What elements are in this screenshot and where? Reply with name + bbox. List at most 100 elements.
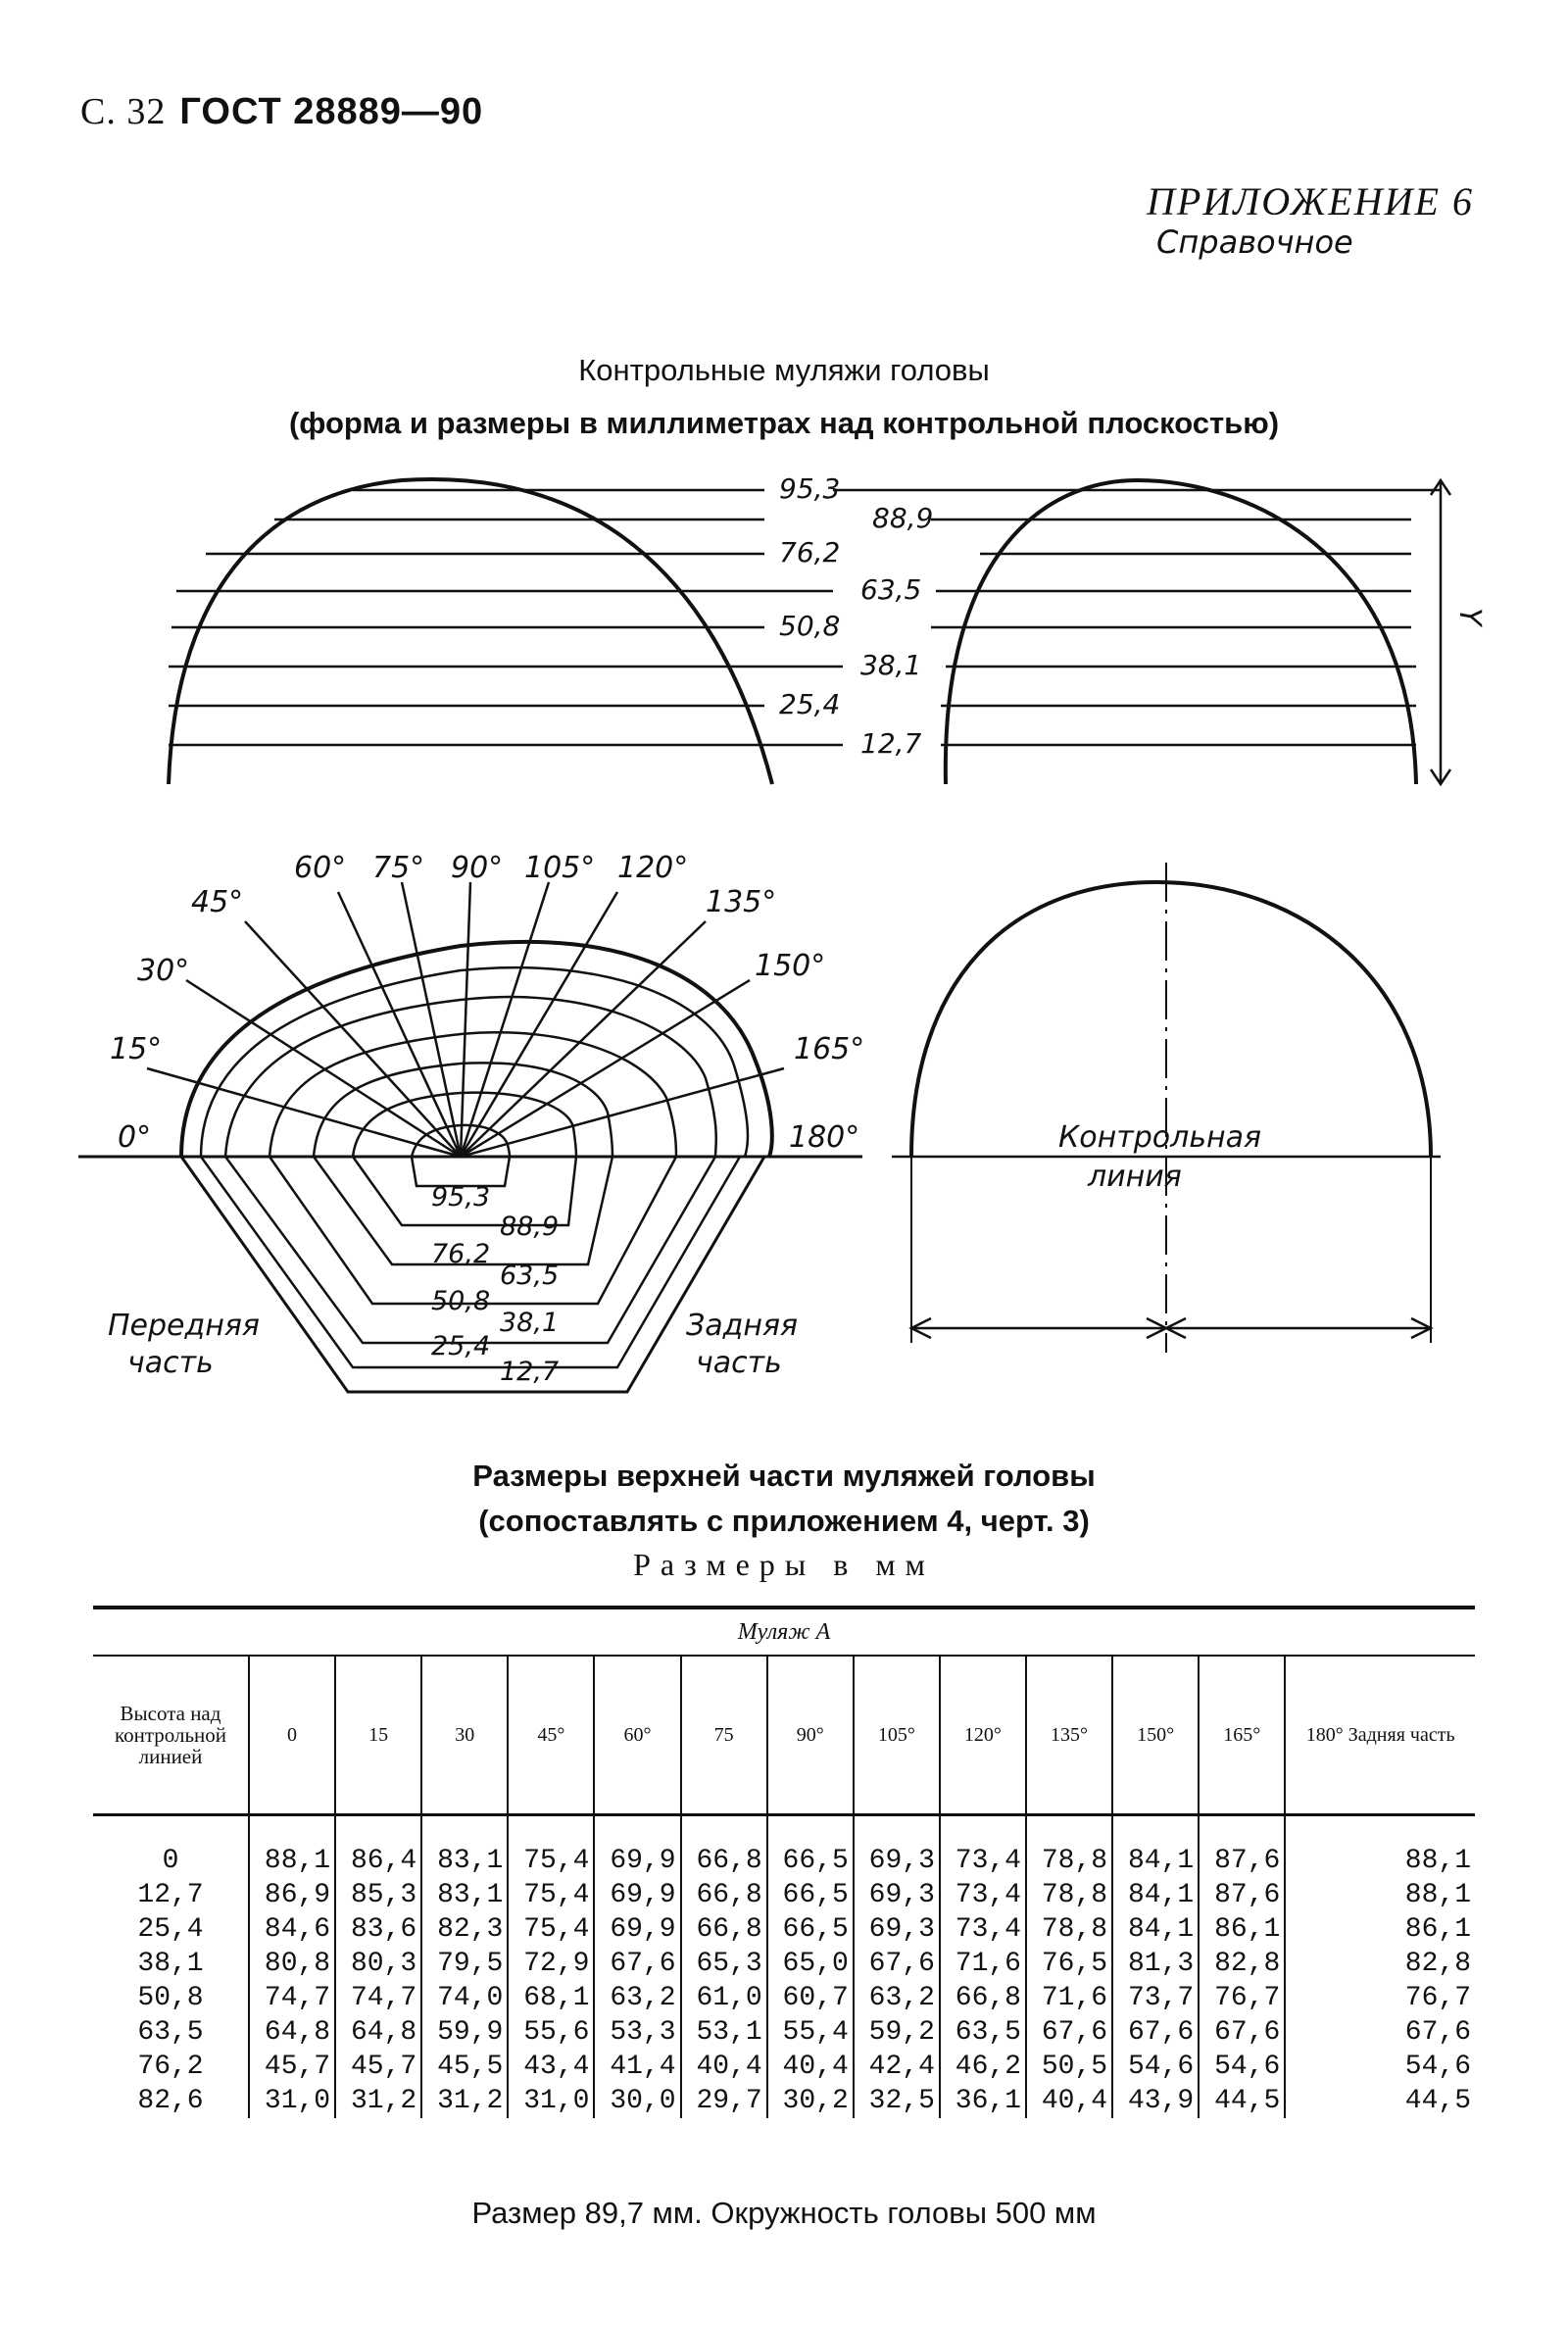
angle-label-30: 30°	[137, 954, 189, 988]
plan-level-7: 12,7	[500, 1357, 559, 1387]
side-level-2: 76,2	[779, 536, 840, 569]
value-cell: 78,8	[1024, 1878, 1113, 1912]
value-cell: 72,9	[507, 1947, 595, 1981]
value-cell: 40,4	[679, 2050, 767, 2084]
level-lines	[169, 488, 1441, 747]
back-label-2: часть	[696, 1346, 782, 1380]
row-height-cell: 12,7	[137, 1880, 204, 1910]
value-cell: 65,0	[765, 1947, 854, 1981]
value-cell: 66,8	[679, 1814, 767, 1878]
side-level-0: 95,3	[779, 472, 840, 505]
value-cell: 50,5	[1024, 2050, 1113, 2084]
value-cell: 63,5	[938, 2015, 1026, 2050]
value-cell: 75,4	[507, 1912, 595, 1947]
value-cell: 45,5	[420, 2050, 509, 2084]
value-cell: 69,3	[852, 1814, 940, 1878]
row-height-cell: 82,6	[137, 2086, 204, 2116]
value-cell: 84,1	[1111, 1878, 1200, 1912]
row-height-cell: 25,4	[137, 1914, 204, 1945]
plan-level-1: 88,9	[500, 1212, 559, 1242]
column-header: 105°	[852, 1656, 940, 1816]
value-cell: 86,9	[247, 1878, 336, 1912]
column-header: 75	[679, 1656, 767, 1816]
value-cell: 64,8	[334, 2015, 422, 2050]
front-label-1: Передняя	[108, 1309, 260, 1343]
value-cell: 73,7	[1111, 1981, 1200, 2015]
value-cell: 54,6	[1284, 2050, 1475, 2084]
value-cell: 82,8	[1284, 1947, 1475, 1981]
value-cell: 41,4	[593, 2050, 681, 2084]
value-cell: 74,0	[420, 1981, 509, 2015]
value-cell: 60,7	[765, 1981, 854, 2015]
value-cell: 44,5	[1198, 2084, 1286, 2118]
angle-label-75: 75°	[372, 851, 424, 885]
value-cell: 78,8	[1024, 1814, 1113, 1878]
value-cell: 85,3	[334, 1878, 422, 1912]
value-cell: 67,6	[1111, 2015, 1200, 2050]
angle-label-45: 45°	[191, 885, 243, 919]
value-cell: 43,9	[1111, 2084, 1200, 2118]
value-cell: 66,5	[765, 1814, 854, 1878]
table-title-1: Размеры верхней части муляжей головы	[472, 1459, 1096, 1493]
control-line-label-1: Контрольная	[1058, 1120, 1261, 1155]
value-cell: 55,4	[765, 2015, 854, 2050]
value-cell: 74,7	[334, 1981, 422, 2015]
column-header: 165°	[1198, 1656, 1286, 1816]
value-cell: 45,7	[247, 2050, 336, 2084]
angle-label-90: 90°	[451, 851, 503, 885]
value-cell: 86,1	[1198, 1912, 1286, 1947]
side-level-1: 88,9	[872, 502, 933, 534]
value-cell: 65,3	[679, 1947, 767, 1981]
value-cell: 31,2	[420, 2084, 509, 2118]
angle-label-165: 165°	[794, 1032, 864, 1066]
plan-level-0: 95,3	[431, 1182, 490, 1212]
value-cell: 61,0	[679, 1981, 767, 2015]
value-cell: 88,1	[1284, 1814, 1475, 1878]
value-cell: 40,4	[765, 2050, 854, 2084]
value-cell: 63,2	[593, 1981, 681, 2015]
value-cell: 31,2	[334, 2084, 422, 2118]
appendix-subtitle: Справочное	[1156, 223, 1353, 261]
angle-label-135: 135°	[706, 885, 776, 919]
value-cell: 87,6	[1198, 1878, 1286, 1912]
side-level-5: 38,1	[860, 649, 921, 681]
value-cell: 88,1	[247, 1814, 336, 1878]
value-cell: 43,4	[507, 2050, 595, 2084]
value-cell: 86,1	[1284, 1912, 1475, 1947]
side-profile-curve	[943, 477, 1418, 785]
row-height-cell: 50,8	[137, 1983, 204, 2013]
value-cell: 44,5	[1284, 2084, 1475, 2118]
angle-label-105: 105°	[524, 851, 595, 885]
plan-level-3: 63,5	[500, 1261, 559, 1291]
value-cell: 53,1	[679, 2015, 767, 2050]
table-title-2: (сопоставлять с приложением 4, черт. 3)	[478, 1504, 1090, 1538]
value-cell: 64,8	[247, 2015, 336, 2050]
angle-label-180: 180°	[789, 1120, 859, 1155]
angle-label-0: 0°	[118, 1120, 151, 1155]
column-header: 150°	[1111, 1656, 1200, 1816]
figure-title-1: Контрольные муляжи головы	[578, 353, 990, 387]
value-cell: 75,4	[507, 1814, 595, 1878]
value-cell: 67,6	[852, 1947, 940, 1981]
head-profile-figure: 95,3 88,9 76,2 63,5 50,8 38,1 25,4 12,7 …	[78, 472, 1487, 1394]
value-cell: 66,5	[765, 1878, 854, 1912]
value-cell: 54,6	[1111, 2050, 1200, 2084]
value-cell: 59,2	[852, 2015, 940, 2050]
plan-level-5: 38,1	[500, 1308, 559, 1338]
angle-rays	[146, 881, 785, 1159]
value-cell: 69,9	[593, 1878, 681, 1912]
value-cell: 68,1	[507, 1981, 595, 2015]
row-height-cell: 0	[162, 1846, 179, 1876]
value-cell: 69,9	[593, 1814, 681, 1878]
value-cell: 84,6	[247, 1912, 336, 1947]
column-header: 30	[420, 1656, 509, 1816]
value-cell: 71,6	[938, 1947, 1026, 1981]
value-cell: 67,6	[593, 1947, 681, 1981]
value-cell: 84,1	[1111, 1814, 1200, 1878]
